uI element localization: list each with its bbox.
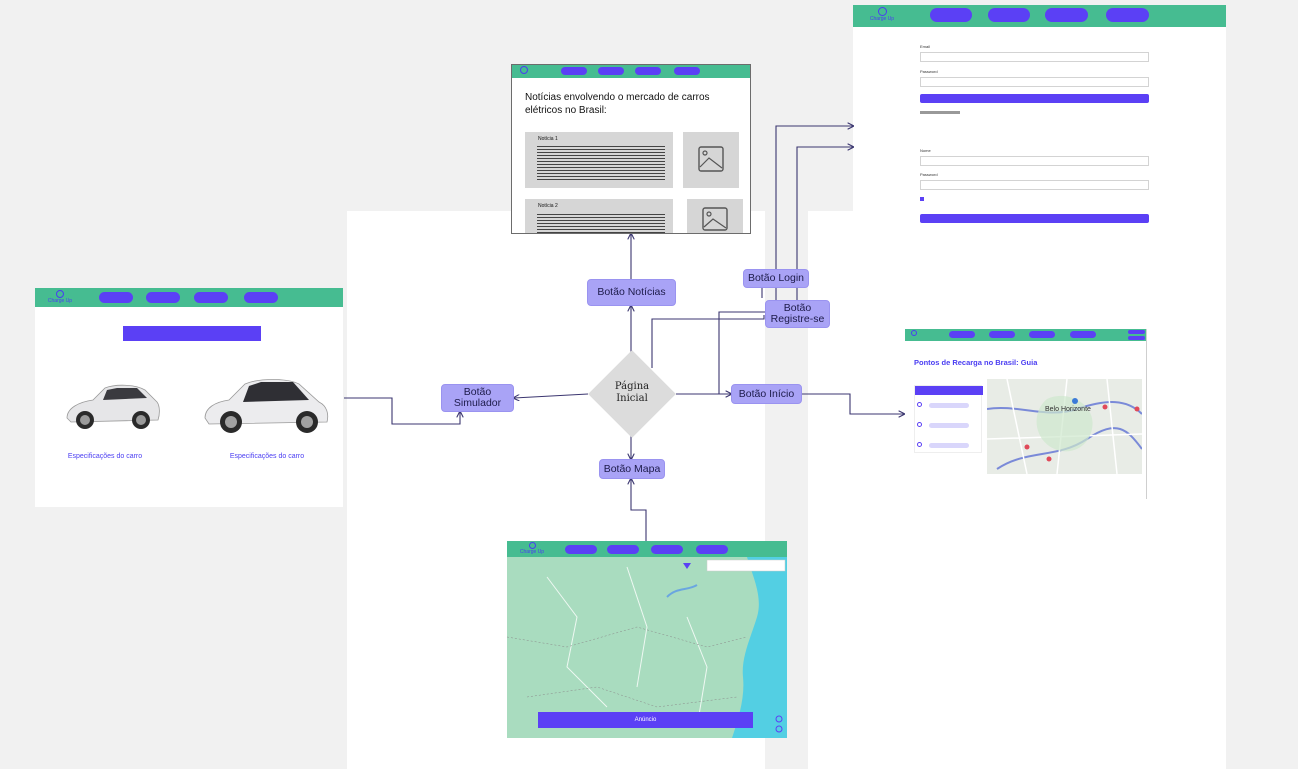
nav-pill-4[interactable]	[1106, 8, 1149, 22]
noticias-node[interactable]: Botão Notícias	[587, 279, 676, 306]
password2-field[interactable]	[920, 180, 1149, 190]
news-card-2: Notícia 2	[525, 199, 673, 233]
nav-pill-3[interactable]	[635, 67, 661, 75]
nav-pill-4[interactable]	[696, 545, 728, 554]
logo	[911, 330, 917, 336]
filter-icon[interactable]	[683, 563, 691, 569]
edge-simulador-page	[344, 397, 460, 425]
news-card-1-text	[537, 144, 665, 180]
brazil-map[interactable]	[507, 557, 787, 738]
car-caption-2[interactable]: Especificações do carro	[229, 453, 305, 460]
nav-pill-3[interactable]	[1029, 331, 1055, 338]
logo: Charge Up	[519, 542, 545, 555]
news-title: Notícias envolvendo o mercado de carros …	[525, 92, 710, 116]
nav-pill-4[interactable]	[1070, 331, 1096, 338]
map-header: Charge Up	[507, 541, 787, 557]
email-label: Email	[920, 44, 931, 49]
map-city-label: Belo Horizonte	[1045, 406, 1091, 413]
nav-pill-1[interactable]	[565, 545, 597, 554]
news-card-2-text	[537, 212, 665, 233]
news-page-wireframe: Notícias envolvendo o mercado de carros …	[511, 64, 751, 234]
name-label: Nome	[920, 148, 931, 153]
simulator-header: Charge Up	[35, 288, 343, 307]
car-image-2	[204, 379, 329, 433]
nav-pill-2[interactable]	[146, 292, 180, 303]
login-node[interactable]: Botão Login	[743, 269, 809, 288]
news-image-2	[687, 199, 743, 233]
map-bottom-button[interactable]: Anúncio	[538, 712, 753, 728]
map-page-wireframe: Charge Up Anúncio	[507, 541, 787, 738]
nav-pill-2[interactable]	[598, 67, 624, 75]
pin-icon	[917, 442, 922, 447]
list-item[interactable]	[929, 403, 969, 408]
nav-pill-5[interactable]	[1128, 330, 1145, 334]
password-field[interactable]	[920, 77, 1149, 87]
inicio-node[interactable]: Botão Início	[731, 384, 802, 404]
charging-header	[905, 329, 1146, 341]
pin-icon	[917, 402, 922, 407]
nav-pill-1[interactable]	[949, 331, 975, 338]
simulator-page-wireframe: Charge Up Especificações do carro Especi…	[35, 288, 343, 507]
registrese-node[interactable]: Botão Registre-se	[765, 300, 830, 328]
register-form: Nome Password	[914, 141, 1156, 248]
list-item[interactable]	[929, 423, 969, 428]
news-header	[512, 65, 750, 78]
nav-pill-4[interactable]	[674, 67, 700, 75]
nav-pill-3[interactable]	[1045, 8, 1088, 22]
nav-pill-2[interactable]	[989, 331, 1015, 338]
car-caption-1[interactable]: Especificações do carro	[67, 453, 143, 460]
edge-main-registrese	[651, 315, 765, 368]
news-card-1: Notícia 1	[525, 132, 673, 188]
password2-label: Password	[920, 172, 938, 177]
car-image-1	[66, 384, 160, 429]
news-card-2-title: Notícia 2	[538, 203, 558, 209]
city-map[interactable]: Belo Horizonte	[987, 379, 1142, 474]
nav-pill-3[interactable]	[651, 545, 683, 554]
email-field[interactable]	[920, 52, 1149, 62]
simulator-banner[interactable]	[123, 326, 261, 341]
nav-pill-3[interactable]	[194, 292, 228, 303]
edge-map-page	[631, 479, 647, 541]
list-item[interactable]	[929, 443, 969, 448]
edge-inicio-page	[801, 393, 904, 414]
login-submit-button[interactable]	[920, 94, 1149, 103]
nav-pill-4[interactable]	[244, 292, 278, 303]
register-submit-button[interactable]	[920, 214, 1149, 223]
simulador-node[interactable]: Botão Simulador	[441, 384, 514, 412]
login-header: Charge Up	[853, 5, 1226, 27]
forgot-password-link[interactable]	[920, 111, 960, 114]
logo: Charge Up	[45, 290, 75, 304]
image-placeholder-icon	[698, 146, 724, 172]
login-form: Email Password	[914, 37, 1156, 145]
nav-pill-1[interactable]	[561, 67, 587, 75]
nav-pill-2[interactable]	[607, 545, 639, 554]
charging-title: Pontos de Recarga no Brasil: Guia	[914, 358, 1038, 367]
nav-pill-6[interactable]	[1128, 336, 1145, 340]
edge-main-simulador	[514, 393, 589, 398]
news-image-1	[683, 132, 739, 188]
news-card-1-title: Notícia 1	[538, 136, 558, 142]
terms-checkbox[interactable]	[920, 197, 924, 201]
nav-pill-1[interactable]	[930, 8, 972, 22]
login-page-wireframe: Charge Up Email Password Nome Password	[853, 5, 1226, 248]
image-placeholder-icon	[702, 207, 728, 231]
name-field[interactable]	[920, 156, 1149, 166]
mapa-node[interactable]: Botão Mapa	[599, 459, 665, 479]
main-page-label: Página Inicial	[614, 381, 650, 404]
logo	[520, 66, 528, 74]
pin-icon	[917, 422, 922, 427]
logo: Charge Up	[867, 7, 897, 22]
edge-registrese-page	[796, 147, 853, 300]
charging-page-wireframe: Pontos de Recarga no Brasil: Guia Belo H…	[905, 329, 1147, 499]
nav-pill-2[interactable]	[988, 8, 1030, 22]
password-label: Password	[920, 69, 938, 74]
charging-list	[914, 385, 983, 453]
nav-pill-1[interactable]	[99, 292, 133, 303]
charging-list-header	[915, 386, 983, 395]
